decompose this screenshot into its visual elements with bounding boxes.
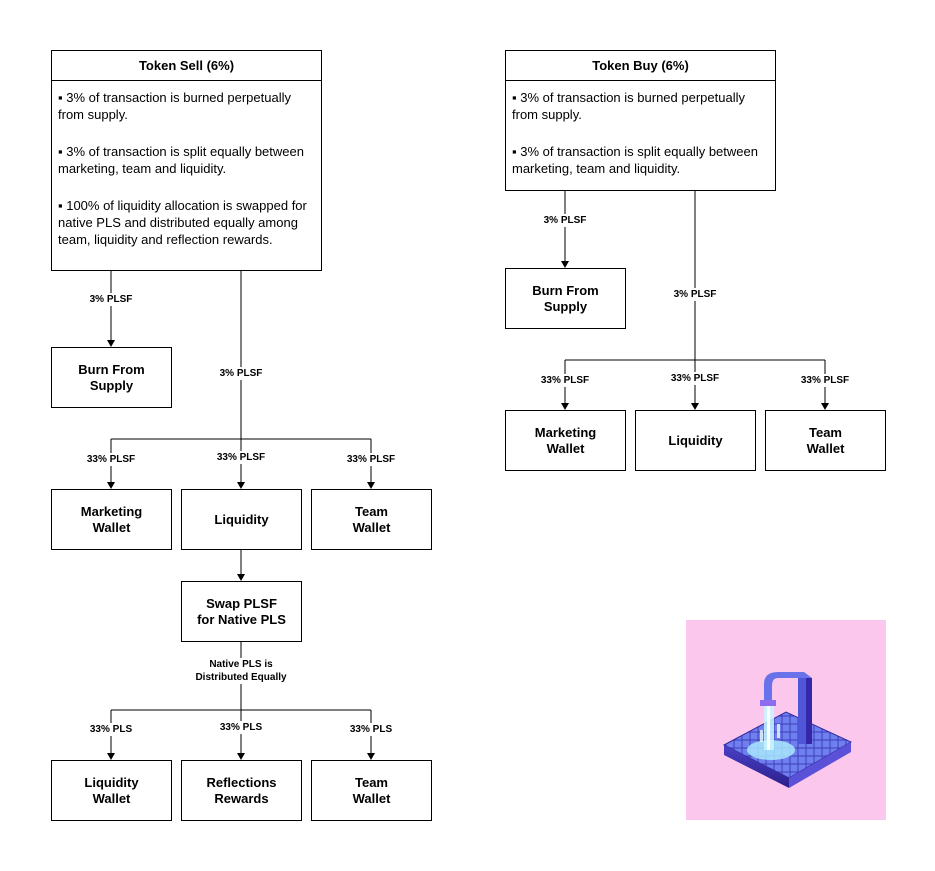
token-buy-description: ▪ 3% of transaction is burned perpetuall… [512, 89, 771, 177]
buy-bullet-burn: ▪ 3% of transaction is burned perpetuall… [512, 90, 745, 122]
pls-reflections-label: 33% PLS [218, 721, 264, 734]
distribution-label: Native PLS is Distributed Equally [194, 658, 288, 684]
sell-marketing-label: 33% PLSF [85, 453, 137, 466]
sell-liquidity-label: 33% PLSF [215, 451, 267, 464]
faucet-illustration-icon [686, 620, 886, 820]
buy-split-label: 3% PLSF [672, 288, 718, 301]
buy-marketing-label: 33% PLSF [539, 374, 591, 387]
buy-liquidity-node: Liquidity [635, 410, 756, 471]
pls-team-wallet-node: Team Wallet [311, 760, 432, 821]
sell-bullet-split: ▪ 3% of transaction is split equally bet… [58, 144, 304, 176]
token-sell-box: Token Sell (6%) ▪ 3% of transaction is b… [51, 50, 322, 271]
token-buy-title: Token Buy (6%) [506, 51, 775, 81]
buy-burn-label: 3% PLSF [542, 214, 588, 227]
buy-team-wallet-node: Team Wallet [765, 410, 886, 471]
pls-team-label: 33% PLS [348, 723, 394, 736]
reflections-rewards-node: Reflections Rewards [181, 760, 302, 821]
sell-bullet-swap: ▪ 100% of liquidity allocation is swappe… [58, 198, 307, 247]
token-sell-title: Token Sell (6%) [52, 51, 321, 81]
sell-marketing-wallet-node: Marketing Wallet [51, 489, 172, 550]
buy-marketing-wallet-node: Marketing Wallet [505, 410, 626, 471]
buy-burn-node: Burn From Supply [505, 268, 626, 329]
sell-bullet-burn: ▪ 3% of transaction is burned perpetuall… [58, 90, 291, 122]
sell-burn-node: Burn From Supply [51, 347, 172, 408]
sell-team-wallet-node: Team Wallet [311, 489, 432, 550]
sell-liquidity-node: Liquidity [181, 489, 302, 550]
buy-team-label: 33% PLSF [799, 374, 851, 387]
sell-team-label: 33% PLSF [345, 453, 397, 466]
token-sell-description: ▪ 3% of transaction is burned perpetuall… [58, 89, 317, 248]
token-buy-box: Token Buy (6%) ▪ 3% of transaction is bu… [505, 50, 776, 191]
swap-node: Swap PLSF for Native PLS [181, 581, 302, 642]
liquidity-wallet-node: Liquidity Wallet [51, 760, 172, 821]
buy-bullet-split: ▪ 3% of transaction is split equally bet… [512, 144, 758, 176]
pls-liquidity-label: 33% PLS [88, 723, 134, 736]
buy-liquidity-label: 33% PLSF [669, 372, 721, 385]
sell-burn-label: 3% PLSF [88, 293, 134, 306]
sell-split-label: 3% PLSF [218, 367, 264, 380]
